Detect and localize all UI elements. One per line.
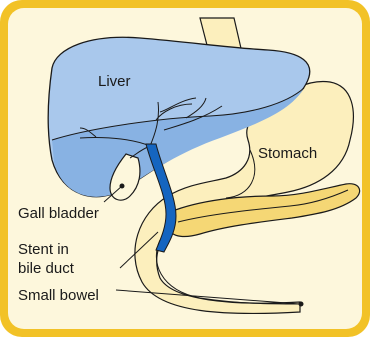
label-stent-line2: bile duct [18, 260, 75, 277]
label-small-bowel: Small bowel [18, 287, 99, 304]
label-stomach: Stomach [258, 145, 317, 162]
label-stent-line1: Stent in [18, 241, 69, 258]
label-gall-bladder: Gall bladder [18, 205, 99, 222]
label-liver: Liver [98, 73, 131, 90]
